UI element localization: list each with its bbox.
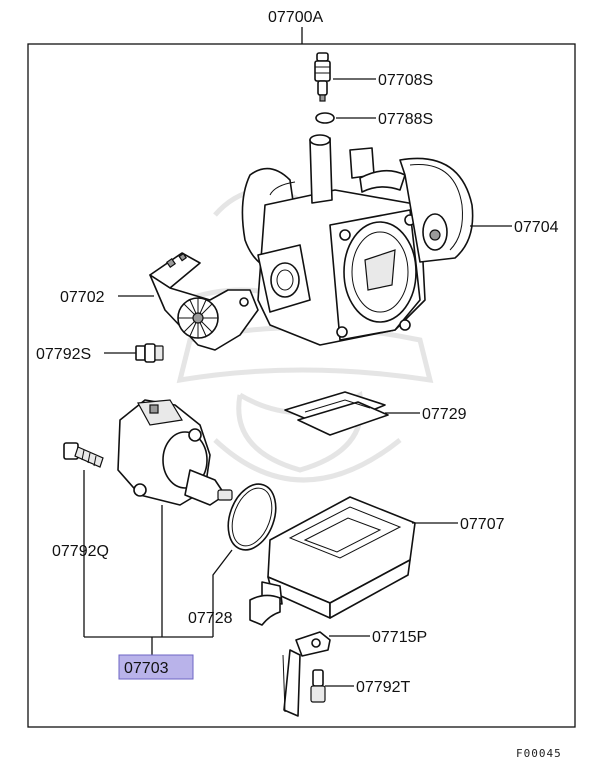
screw-07792S[interactable]: [135, 343, 164, 363]
screw-07792Q[interactable]: [63, 442, 104, 468]
callout-07704[interactable]: 07704: [514, 219, 559, 236]
selected-part-highlight[interactable]: [118, 654, 194, 680]
callout-07715P[interactable]: 07715P: [372, 629, 427, 646]
cover-07707[interactable]: [249, 496, 416, 626]
o-ring-07788S[interactable]: [315, 112, 335, 124]
assembly-label[interactable]: 07700A: [268, 9, 323, 26]
throttle-position-sensor-07702[interactable]: [149, 252, 259, 351]
callout-07708S[interactable]: 07708S: [378, 72, 433, 89]
bracket-07715P[interactable]: [282, 631, 331, 717]
diagram-frame: [27, 43, 576, 728]
callout-07728[interactable]: 07728: [188, 610, 233, 627]
callout-07702[interactable]: 07702: [60, 289, 105, 306]
callout-07729[interactable]: 07729: [422, 406, 467, 423]
callout-07792S[interactable]: 07792S: [36, 346, 91, 363]
fitting-07708S[interactable]: [314, 52, 331, 102]
callout-07792T[interactable]: 07792T: [356, 679, 410, 696]
gasket-07729[interactable]: [284, 391, 389, 436]
callout-07788S[interactable]: 07788S: [378, 111, 433, 128]
idle-speed-control-motor-07703[interactable]: [117, 399, 233, 506]
screw-07792T[interactable]: [310, 669, 326, 703]
leader-tree: [83, 470, 233, 655]
callout-07703[interactable]: 07703: [124, 660, 169, 677]
figure-code: F00045: [516, 747, 562, 760]
callout-07792Q[interactable]: 07792Q: [52, 543, 109, 560]
callout-07707[interactable]: 07707: [460, 516, 505, 533]
throttle-body-07704[interactable]: [241, 134, 474, 346]
